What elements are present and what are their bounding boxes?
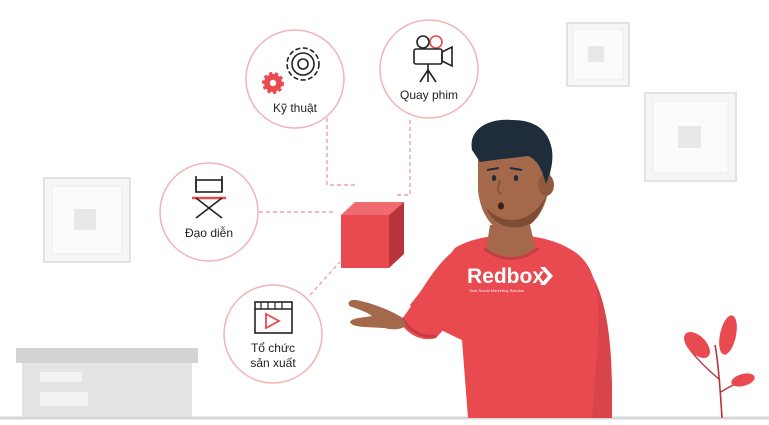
floating-cube: [341, 202, 404, 268]
node-directing: Đạo diễn: [159, 162, 259, 262]
node-technique: Kỹ thuật: [245, 29, 345, 129]
node-filming: Quay phim: [379, 19, 479, 119]
wall-frame-right: [644, 92, 737, 182]
plant: [684, 315, 755, 419]
node-filming-label: Quay phim: [400, 88, 458, 102]
character: Redbox Total Social Marketing Solution: [348, 119, 612, 418]
gears-icon: [262, 47, 320, 94]
brand-chevron-icon: [540, 267, 553, 285]
node-production-label-line2: sản xuất: [250, 356, 296, 370]
movie-camera-icon: [413, 35, 453, 83]
wall-frame-left: [43, 177, 131, 263]
node-technique-label: Kỹ thuật: [273, 101, 318, 115]
wall-frame-top-right: [566, 22, 630, 87]
node-directing-label: Đạo diễn: [185, 225, 233, 240]
shirt-brand-logo: Redbox: [467, 265, 544, 288]
video-player-icon: [254, 301, 293, 334]
node-production: Tổ chức sản xuất: [223, 284, 323, 384]
node-production-label-line1: Tổ chức: [251, 341, 295, 355]
cabinet: [16, 348, 198, 418]
director-chair-icon: [192, 176, 226, 219]
shirt-tagline: Total Social Marketing Solution: [469, 289, 524, 293]
